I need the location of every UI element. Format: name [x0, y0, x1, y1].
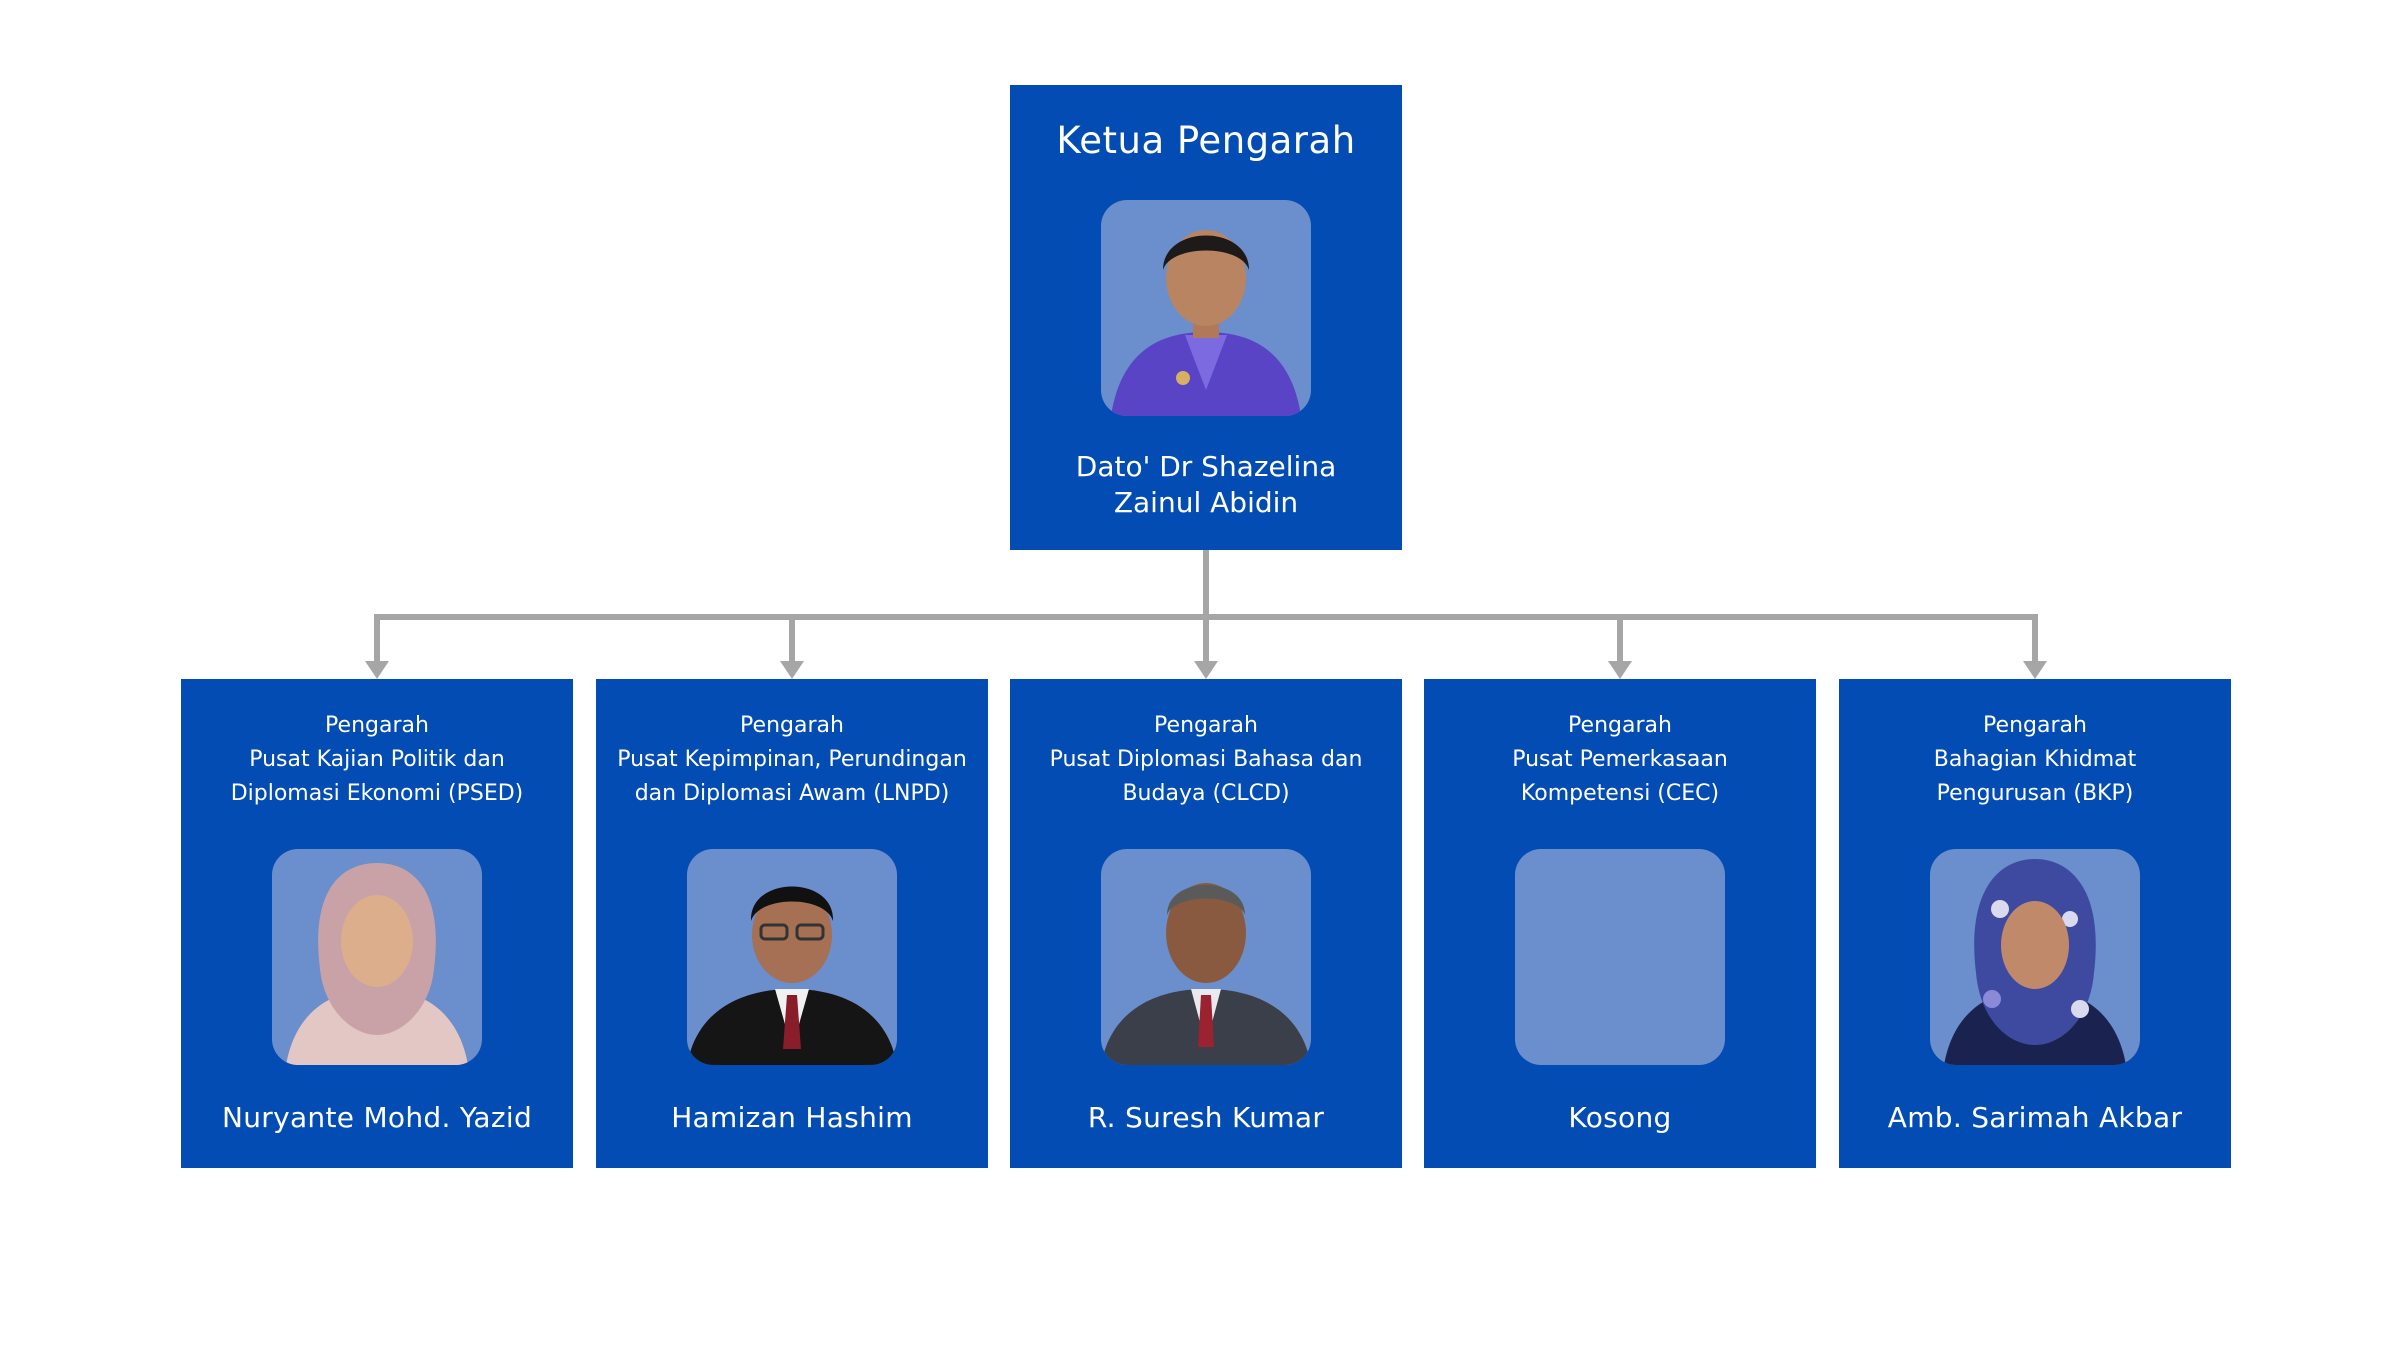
- director-role: Pengarah Pusat Diplomasi Bahasa dan Buda…: [1020, 709, 1392, 811]
- director-role-line: Pusat Diplomasi Bahasa dan: [1049, 747, 1363, 772]
- head-name-line-2: Zainul Abidin: [1113, 486, 1299, 519]
- director-card-clcd: Pengarah Pusat Diplomasi Bahasa dan Buda…: [1010, 679, 1402, 1168]
- director-name: Kosong: [1568, 1101, 1672, 1134]
- director-name: Nuryante Mohd. Yazid: [221, 1101, 533, 1134]
- director-card-cec: Pengarah Pusat Pemerkasaan Kompetensi (C…: [1424, 679, 1816, 1168]
- director-role-line: Pusat Kepimpinan, Perundingan: [617, 747, 967, 772]
- head-photo: [1101, 200, 1311, 416]
- portrait-man-grey-suit-icon: [1101, 883, 1311, 1065]
- director-photo: [1101, 849, 1311, 1065]
- arrow-down-icon: [780, 661, 804, 679]
- director-card-lnpd: Pengarah Pusat Kepimpinan, Perundingan d…: [596, 679, 988, 1168]
- director-role-line: Bahagian Khidmat: [1933, 747, 2137, 772]
- director-photo: [1930, 849, 2140, 1065]
- director-photo-placeholder: [1515, 849, 1725, 1065]
- director-role: Pengarah Pusat Pemerkasaan Kompetensi (C…: [1434, 709, 1806, 811]
- director-name: R. Suresh Kumar: [1087, 1101, 1325, 1134]
- arrow-down-icon: [1608, 661, 1632, 679]
- director-role-line: Pengarah: [1568, 713, 1672, 738]
- director-role-line: Pengarah: [325, 713, 429, 738]
- director-role-line: Pengarah: [1154, 713, 1258, 738]
- head-name: Dato' Dr Shazelina Zainul Abidin: [1010, 449, 1402, 521]
- arrow-down-icon: [2023, 661, 2047, 679]
- director-role-line: Pengarah: [1983, 713, 2087, 738]
- director-role-line: Kompetensi (CEC): [1520, 781, 1720, 806]
- director-name: Hamizan Hashim: [671, 1101, 913, 1134]
- director-role: Pengarah Pusat Kepimpinan, Perundingan d…: [606, 709, 978, 811]
- director-role-line: Budaya (CLCD): [1122, 781, 1290, 806]
- portrait-woman-pink-hijab-icon: [286, 863, 468, 1065]
- director-card-bkp: Pengarah Bahagian Khidmat Pengurusan (BK…: [1839, 679, 2231, 1168]
- director-role: Pengarah Bahagian Khidmat Pengurusan (BK…: [1849, 709, 2221, 811]
- director-role-line: Pengurusan (BKP): [1936, 781, 2134, 806]
- head-title: Ketua Pengarah: [1056, 119, 1356, 162]
- head-name-line-1: Dato' Dr Shazelina: [1075, 450, 1337, 483]
- head-card: Ketua Pengarah Dato' Dr Shazelina Zainul…: [1010, 85, 1402, 550]
- director-role-line: Diplomasi Ekonomi (PSED): [230, 781, 524, 806]
- arrow-down-icon: [365, 661, 389, 679]
- director-card-psed: Pengarah Pusat Kajian Politik dan Diplom…: [181, 679, 573, 1168]
- portrait-woman-purple-suit-icon: [1111, 230, 1301, 416]
- portrait-woman-floral-hijab-icon: [1944, 859, 2126, 1065]
- director-role: Pengarah Pusat Kajian Politik dan Diplom…: [191, 709, 563, 811]
- director-name: Amb. Sarimah Akbar: [1887, 1101, 2183, 1134]
- portrait-man-glasses-dark-suit-icon: [687, 886, 897, 1065]
- director-role-line: Pengarah: [740, 713, 844, 738]
- director-role-line: Pusat Kajian Politik dan: [249, 747, 505, 772]
- director-photo: [687, 849, 897, 1065]
- director-photo: [272, 849, 482, 1065]
- director-role-line: dan Diplomasi Awam (LNPD): [634, 781, 950, 806]
- arrow-down-icon: [1194, 661, 1218, 679]
- director-role-line: Pusat Pemerkasaan: [1512, 747, 1728, 772]
